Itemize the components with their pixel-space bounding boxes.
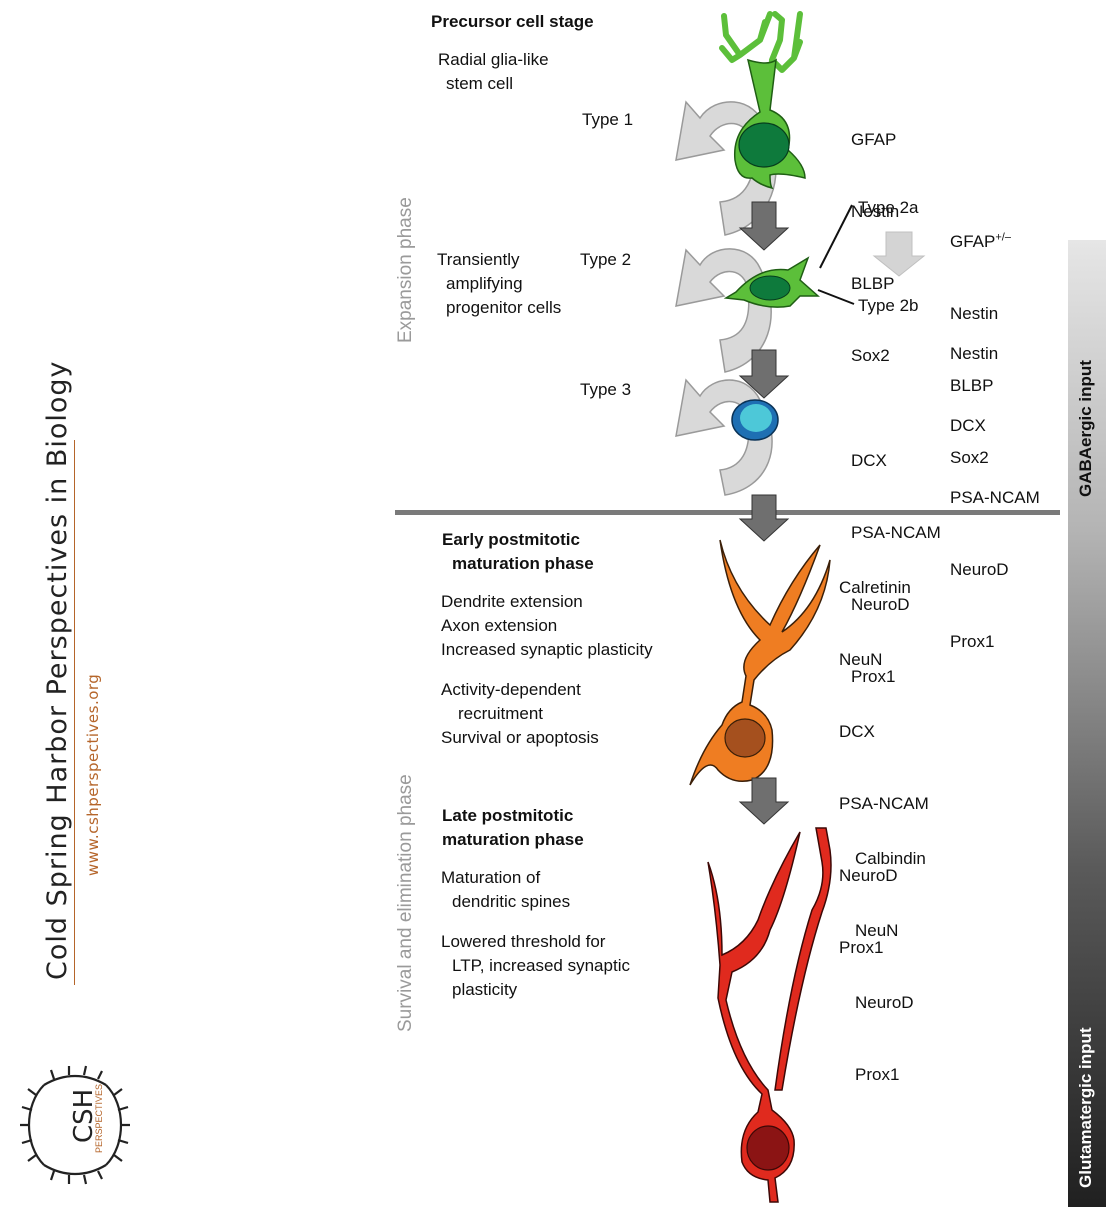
type2-cell <box>675 248 820 373</box>
radial-glia-label-1: Radial glia-like <box>438 50 549 69</box>
early-item-4b: recruitment <box>458 704 544 723</box>
down-arrow <box>738 201 790 251</box>
csh-logo: CSH PERSPECTIVES <box>20 1065 130 1185</box>
late-markers: Calbindin NeuN NeuroD Prox1 <box>855 799 926 1111</box>
type2-label: Type 2 <box>580 250 632 269</box>
type2b-markers: Nestin DCX PSA-NCAM NeuroD Prox1 <box>950 294 1040 678</box>
early-item-4a: Activity-dependent <box>441 680 581 699</box>
type1-cell <box>675 11 806 236</box>
marker: BLBP <box>851 274 895 293</box>
marker: PSA-NCAM <box>839 794 929 813</box>
early-item-1: Dendrite extension <box>441 592 583 611</box>
down-arrow <box>738 494 790 542</box>
marker: DCX <box>839 722 875 741</box>
late-item-2a: Lowered threshold for <box>441 932 606 951</box>
down-arrow <box>738 349 790 399</box>
logo-text: CSH <box>69 1089 99 1143</box>
marker: Prox1 <box>839 938 884 957</box>
early-heading-2: maturation phase <box>452 554 594 573</box>
gaba-input-label: GABAergic input <box>1076 360 1095 497</box>
type3-markers: DCX PSA-NCAM NeuroD Prox1 <box>851 401 941 713</box>
light-arrow <box>872 231 926 277</box>
marker-superscript: +/– <box>995 231 1011 244</box>
marker: Calretinin <box>839 578 911 597</box>
input-gradient-bar <box>1068 240 1106 1207</box>
marker: Nestin <box>851 202 900 221</box>
late-heading-2: maturation phase <box>442 830 584 849</box>
marker: Prox1 <box>950 632 995 651</box>
radial-glia-label-2: stem cell <box>446 74 514 93</box>
early-item-5: Survival or apoptosis <box>441 728 599 747</box>
type1-markers: GFAP Nestin BLBP Sox2 <box>851 80 899 392</box>
late-item-1b: dendritic spines <box>452 892 571 911</box>
late-item-2c: plasticity <box>452 980 518 999</box>
glutamatergic-input-label: Glutamatergic input <box>1076 1027 1095 1188</box>
marker: NeuN <box>839 650 883 669</box>
marker: Prox1 <box>851 667 896 686</box>
marker: DCX <box>950 416 986 435</box>
marker: NeuroD <box>855 993 914 1012</box>
transient-label-1: Transiently <box>437 250 520 269</box>
type1-label: Type 1 <box>582 110 634 129</box>
marker: Sox2 <box>851 346 890 365</box>
transient-label-2: amplifying <box>446 274 523 293</box>
neurogenesis-illustration <box>675 11 926 1203</box>
type3-cell <box>675 378 779 496</box>
early-markers: Calretinin NeuN DCX PSA-NCAM NeuroD Prox… <box>839 528 929 984</box>
marker: GFAP <box>851 130 897 149</box>
logo-helix <box>20 1065 130 1185</box>
type3-label: Type 3 <box>580 380 632 399</box>
type2a-markers: GFAP+/– Nestin BLBP Sox2 <box>950 182 1011 494</box>
journal-rule <box>74 440 75 985</box>
late-heading-1: Late postmitotic <box>442 806 574 825</box>
marker: NeuroD <box>851 595 910 614</box>
marker: Nestin <box>950 304 999 323</box>
marker: PSA-NCAM <box>851 523 941 542</box>
late-neuron <box>707 827 832 1203</box>
marker: GFAP+/– <box>950 231 1011 251</box>
marker: Sox2 <box>950 448 989 467</box>
type2b-label: Type 2b <box>858 296 919 315</box>
marker: Prox1 <box>855 1065 900 1084</box>
transient-label-3: progenitor cells <box>446 298 562 317</box>
logo-subtext: PERSPECTIVES <box>94 1084 104 1153</box>
late-item-1a: Maturation of <box>441 868 541 887</box>
marker: NeuroD <box>839 866 898 885</box>
early-item-2: Axon extension <box>441 616 558 635</box>
marker: BLBP <box>950 376 994 395</box>
early-neuron <box>689 539 831 786</box>
marker: Calbindin <box>855 849 926 868</box>
phase-divider <box>395 510 1060 515</box>
early-heading-1: Early postmitotic <box>442 530 580 549</box>
down-arrow <box>738 777 790 825</box>
early-item-3: Increased synaptic plasticity <box>441 640 653 659</box>
marker: NeuroD <box>950 560 1009 579</box>
marker: PSA-NCAM <box>950 488 1040 507</box>
precursor-heading: Precursor cell stage <box>431 12 594 31</box>
marker: Nestin <box>950 344 999 363</box>
marker: NeuN <box>855 921 899 940</box>
marker: DCX <box>851 451 887 470</box>
type2a-label: Type 2a <box>858 198 919 217</box>
late-item-2b: LTP, increased synaptic <box>452 956 630 975</box>
